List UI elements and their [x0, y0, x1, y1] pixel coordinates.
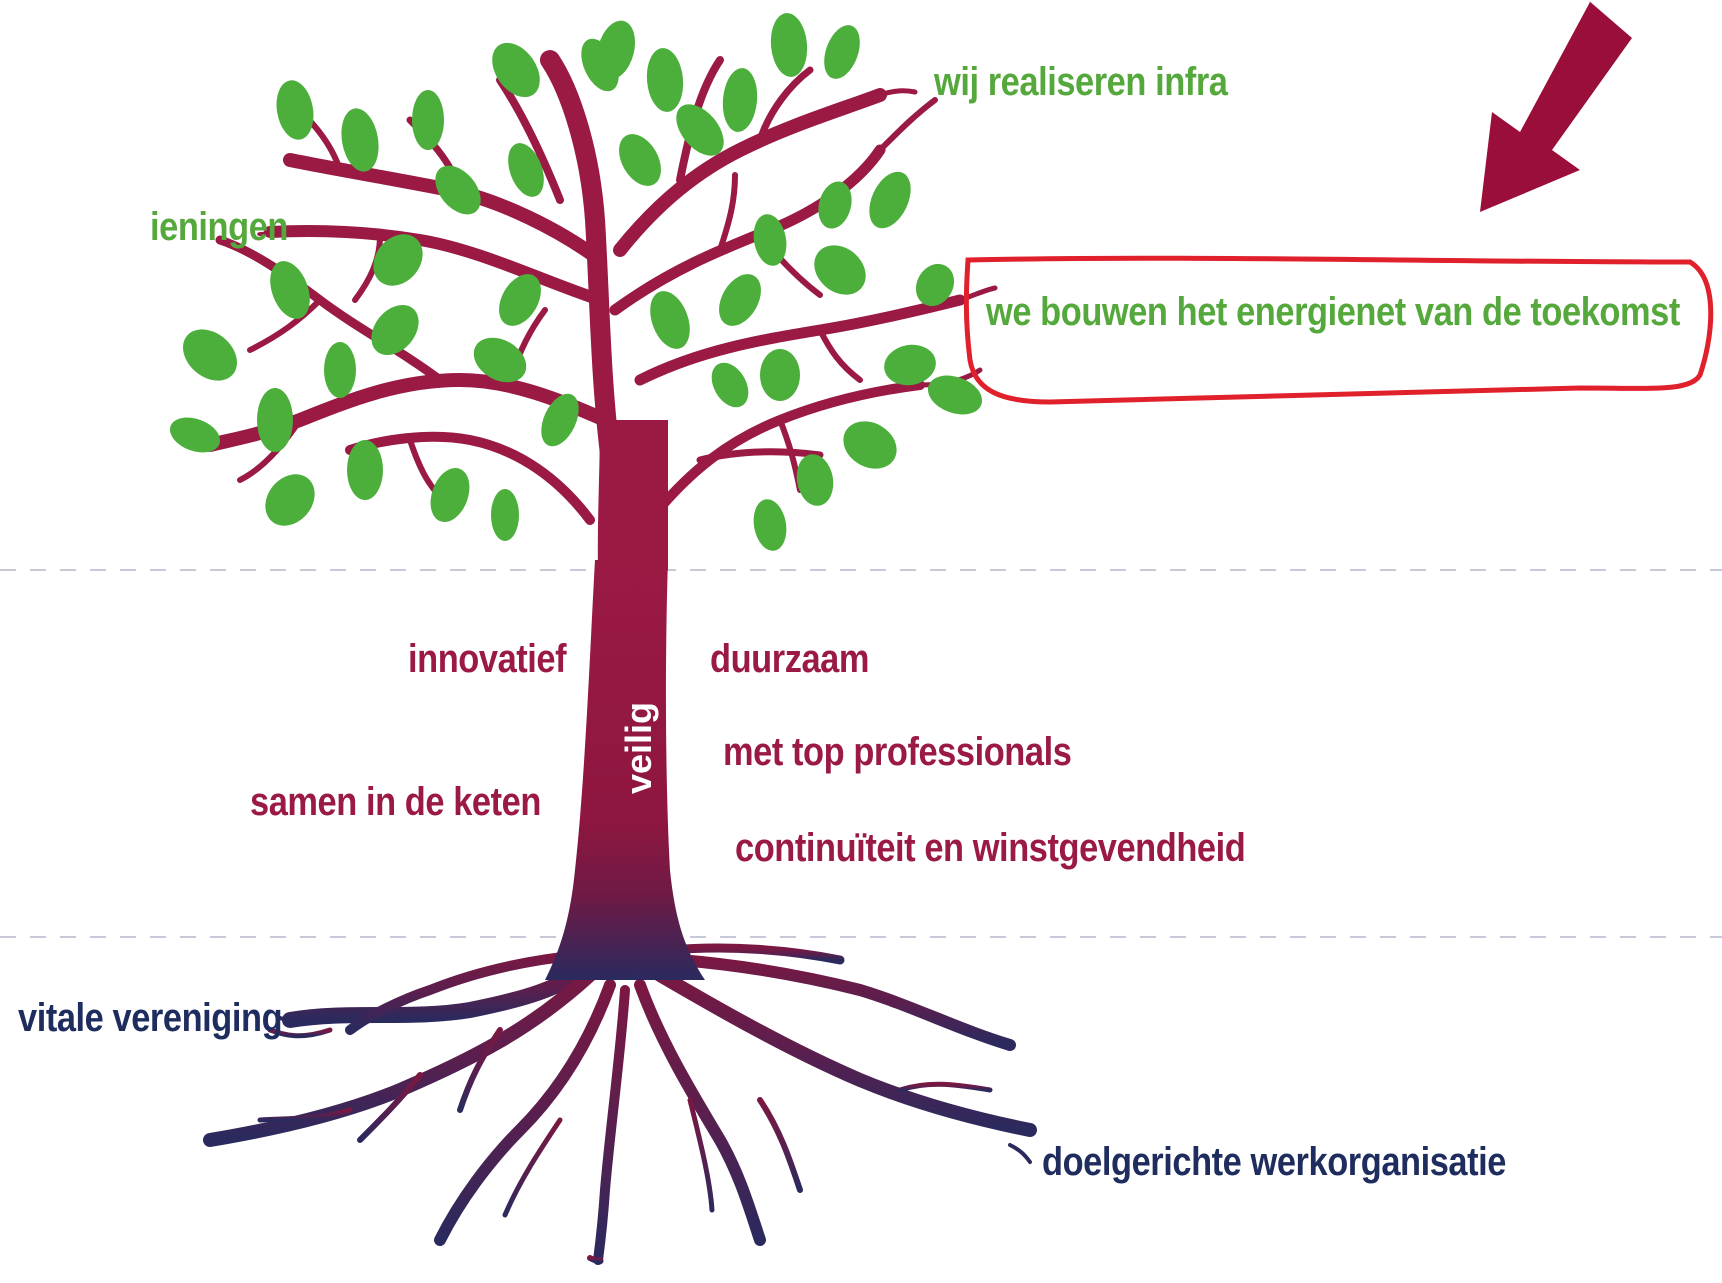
roots [203, 943, 1037, 1265]
leaves [169, 13, 983, 551]
infra-label: wij realiseren infra [934, 60, 1228, 104]
trunk [545, 560, 705, 980]
value-innovatief: innovatief [408, 637, 567, 681]
value-continuiteit: continuïteit en winstgevendheid [735, 826, 1246, 870]
vereniging-label: vitale vereniging [18, 996, 283, 1040]
label-leaders [257, 230, 1032, 1164]
value-top-professionals: met top professionals [723, 730, 1072, 774]
energienet-label: we bouwen het energienet van de toekomst [986, 290, 1680, 334]
trunk-center-label: veilig [618, 701, 659, 794]
arrow-down-left-icon [1480, 0, 1632, 212]
value-samen: samen in de keten [250, 780, 541, 824]
red-circle-highlight [963, 255, 1714, 405]
voorzieningen-label: ieningen [150, 205, 288, 249]
value-duurzaam: duurzaam [710, 637, 870, 681]
branches [203, 50, 998, 525]
werkorganisatie-label: doelgerichte werkorganisatie [1042, 1140, 1506, 1184]
